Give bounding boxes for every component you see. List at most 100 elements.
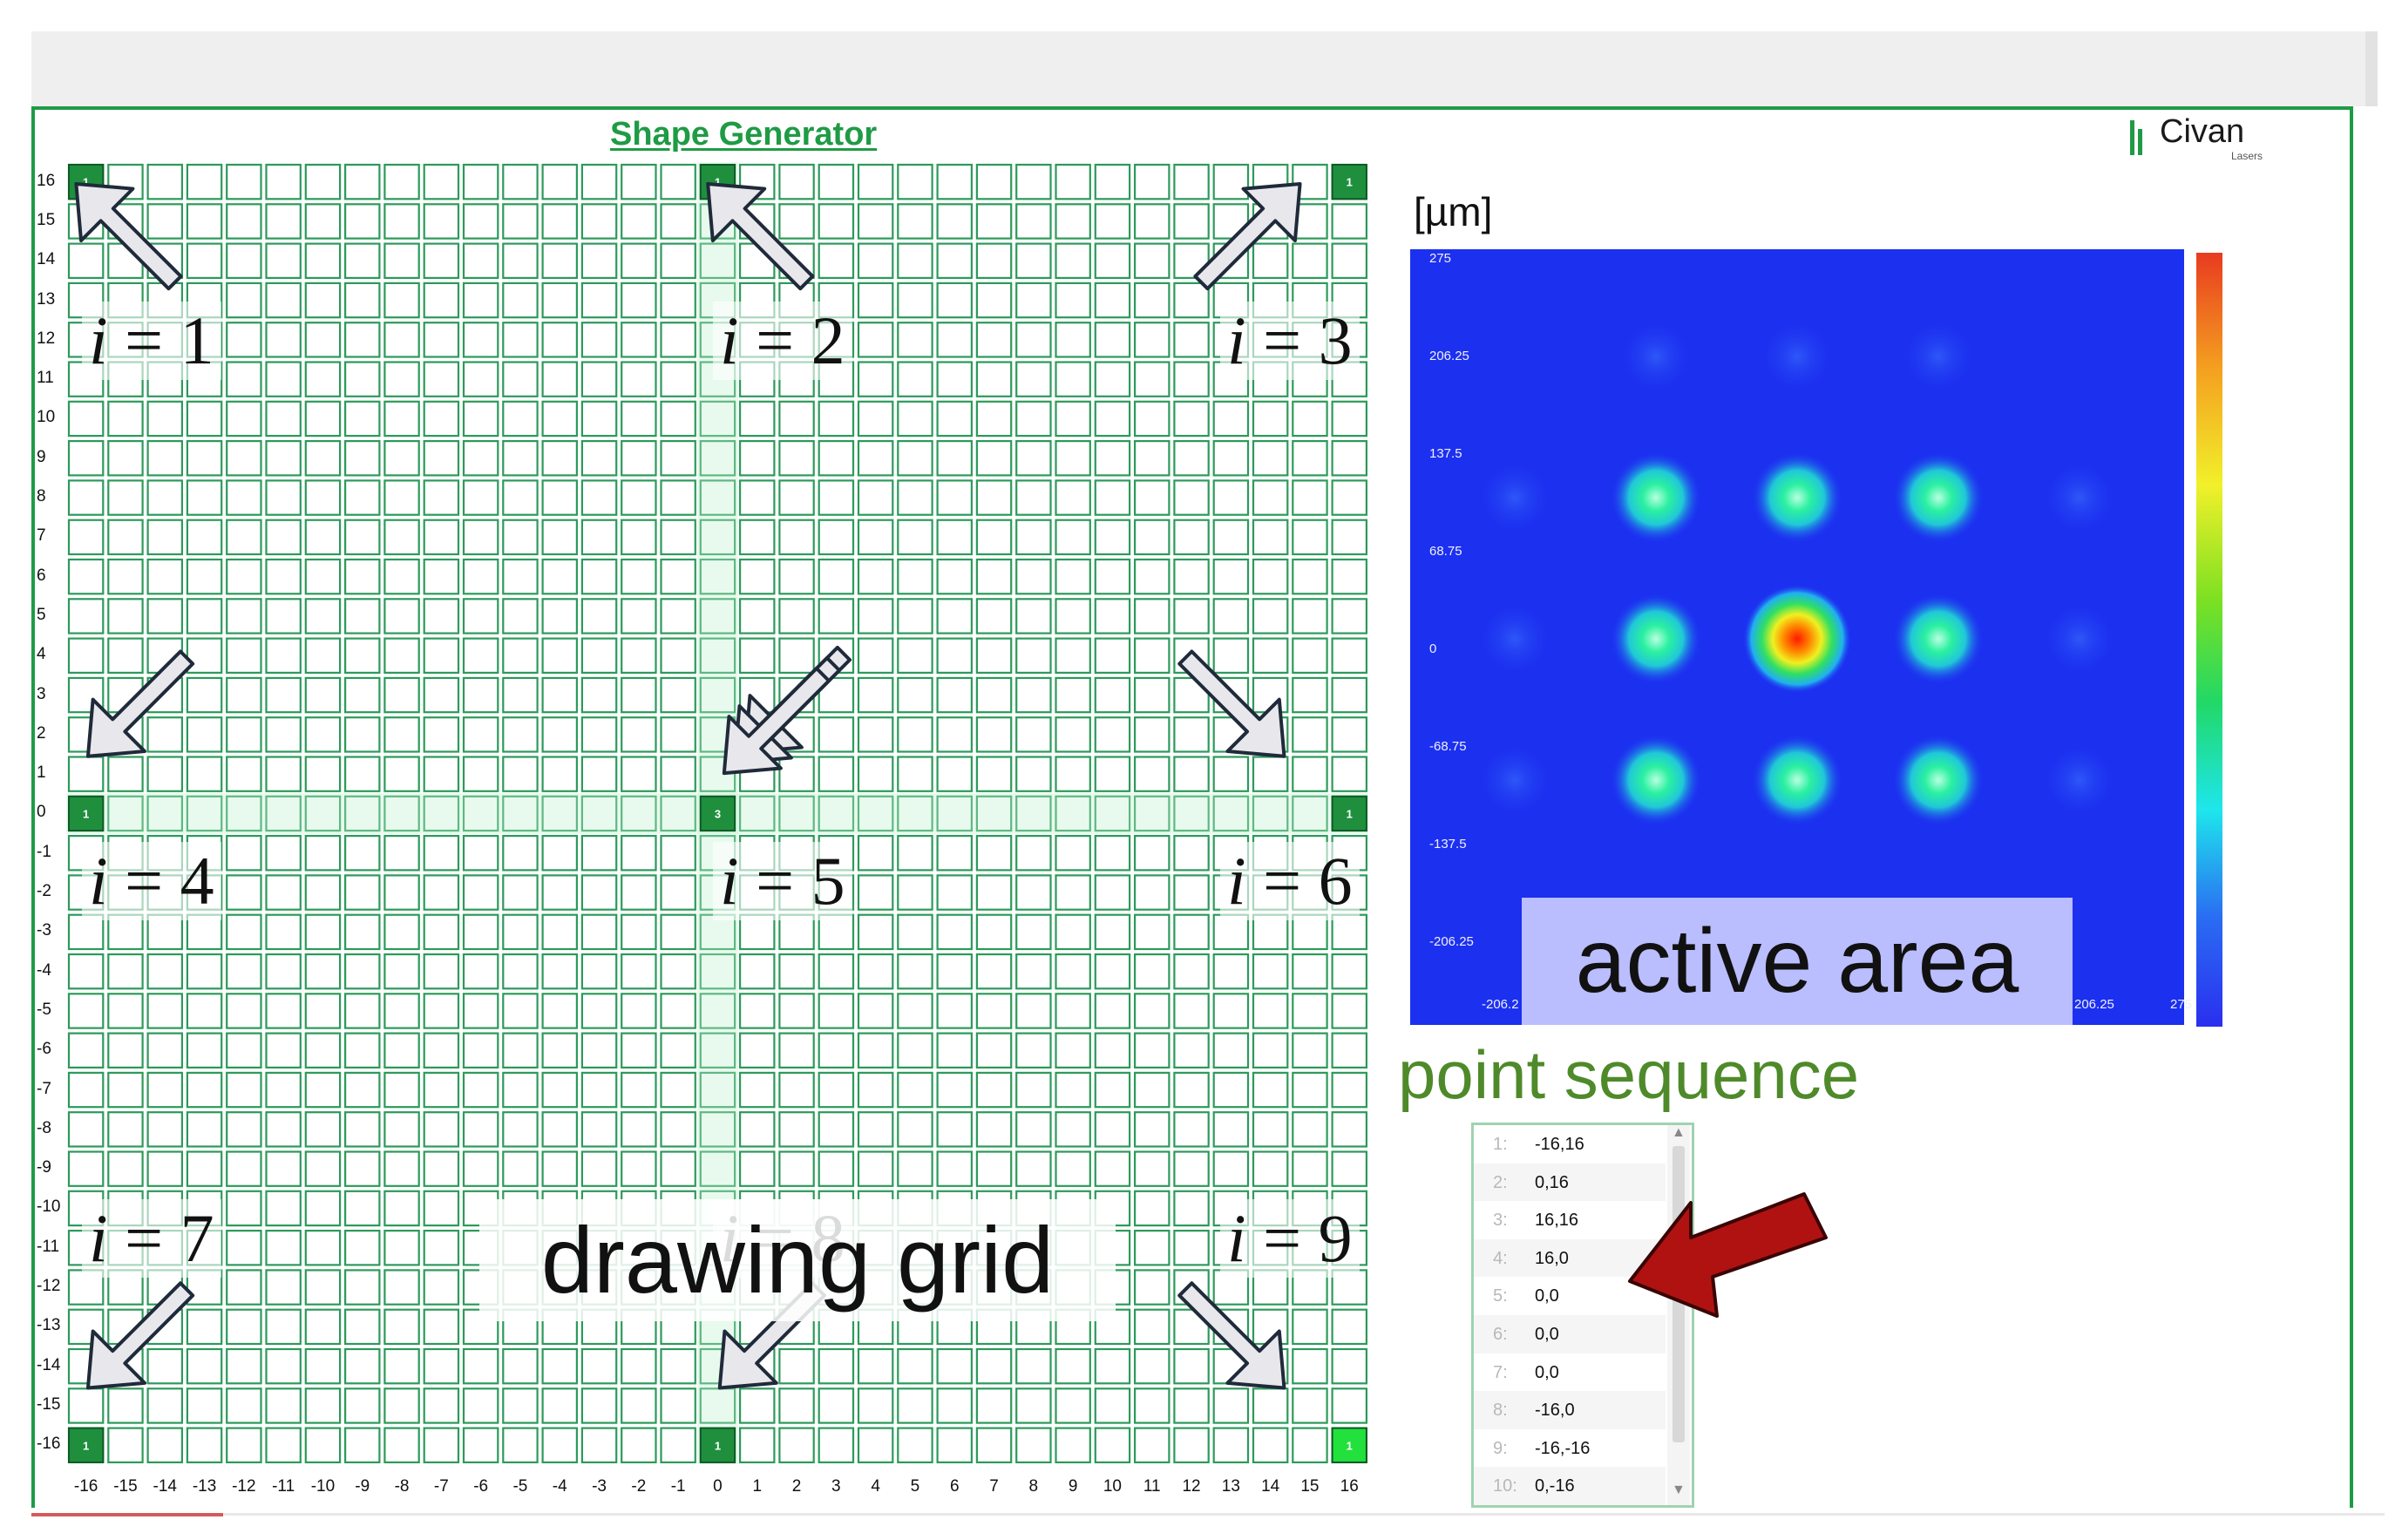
- grid-cell[interactable]: [423, 1387, 460, 1424]
- grid-cell[interactable]: [621, 361, 657, 397]
- grid-cell[interactable]: [621, 1427, 657, 1463]
- grid-cell[interactable]: [304, 598, 342, 634]
- grid-cell[interactable]: [502, 203, 539, 240]
- grid-cell[interactable]: [1292, 1387, 1328, 1424]
- grid-cell[interactable]: [226, 163, 262, 200]
- grid-cell[interactable]: [1173, 834, 1210, 872]
- grid-cell[interactable]: [897, 913, 933, 951]
- grid-cell[interactable]: [304, 874, 342, 911]
- grid-cell[interactable]: [107, 993, 144, 1029]
- grid-cell[interactable]: [226, 1269, 262, 1306]
- grid-cell[interactable]: [1331, 558, 1367, 595]
- grid-cell[interactable]: [975, 1427, 1013, 1463]
- grid-cell[interactable]: [146, 1032, 183, 1069]
- grid-cell[interactable]: [186, 598, 223, 634]
- grid-cell[interactable]: [897, 519, 933, 556]
- grid-cell[interactable]: [1133, 440, 1170, 477]
- grid-cell[interactable]: [1055, 519, 1091, 556]
- grid-cell[interactable]: [936, 637, 973, 674]
- grid-cell[interactable]: [975, 1150, 1013, 1187]
- grid-cell[interactable]: [67, 993, 105, 1029]
- grid-cell[interactable]: [304, 795, 342, 832]
- grid-cell[interactable]: [1292, 993, 1328, 1029]
- grid-cell[interactable]: [818, 558, 855, 595]
- grid-cell[interactable]: [897, 1427, 933, 1463]
- grid-cell[interactable]: [462, 1111, 499, 1148]
- grid-cell[interactable]: [423, 716, 460, 753]
- grid-cell[interactable]: [975, 756, 1013, 792]
- grid-cell[interactable]: [462, 676, 499, 714]
- grid-cell[interactable]: [541, 637, 578, 674]
- grid-cell[interactable]: [897, 716, 933, 753]
- grid-cell[interactable]: [1094, 1111, 1131, 1148]
- grid-cell[interactable]: [1055, 1150, 1091, 1187]
- grid-cell[interactable]: [1015, 1387, 1052, 1424]
- grid-cell[interactable]: [423, 282, 460, 319]
- grid-cell[interactable]: [975, 953, 1013, 990]
- grid-cell[interactable]: [621, 163, 657, 200]
- grid-cell[interactable]: [1055, 953, 1091, 990]
- grid-cell[interactable]: [1292, 242, 1328, 279]
- grid-cell[interactable]: [580, 558, 618, 595]
- grid-cell[interactable]: [975, 558, 1013, 595]
- grid-cell[interactable]: [1055, 203, 1091, 240]
- grid-cell[interactable]: [1252, 993, 1289, 1029]
- marked-cell[interactable]: [1331, 164, 1367, 200]
- grid-cell[interactable]: [818, 1032, 855, 1069]
- grid-cell[interactable]: [1212, 558, 1250, 595]
- grid-cell[interactable]: [1055, 1387, 1091, 1424]
- grid-cell[interactable]: [936, 163, 973, 200]
- list-item[interactable]: 4:16,0: [1474, 1238, 1666, 1278]
- grid-cell[interactable]: [897, 242, 933, 279]
- scroll-up-icon[interactable]: ▲: [1672, 1125, 1686, 1140]
- grid-cell[interactable]: [304, 1229, 342, 1266]
- grid-cell[interactable]: [1133, 519, 1170, 556]
- grid-cell[interactable]: [1094, 322, 1131, 358]
- grid-cell[interactable]: [1133, 913, 1170, 951]
- grid-cell[interactable]: [186, 1071, 223, 1109]
- grid-cell[interactable]: [304, 1190, 342, 1227]
- grid-cell[interactable]: [226, 795, 262, 832]
- grid-cell[interactable]: [107, 1071, 144, 1109]
- grid-cell[interactable]: [1094, 1032, 1131, 1069]
- grid-cell[interactable]: [1212, 519, 1250, 556]
- grid-cell[interactable]: [936, 953, 973, 990]
- grid-cell[interactable]: [1015, 558, 1052, 595]
- grid-cell[interactable]: [1133, 282, 1170, 319]
- grid-cell[interactable]: [502, 795, 539, 832]
- grid-cell[interactable]: [1173, 1229, 1210, 1266]
- grid-cell[interactable]: [1133, 1150, 1170, 1187]
- grid-cell[interactable]: [462, 242, 499, 279]
- grid-cell[interactable]: [423, 874, 460, 911]
- grid-cell[interactable]: [1173, 163, 1210, 200]
- grid-cell[interactable]: [621, 519, 657, 556]
- grid-cell[interactable]: [304, 558, 342, 595]
- grid-cell[interactable]: [1055, 1111, 1091, 1148]
- grid-cell[interactable]: [265, 1269, 302, 1306]
- grid-cell[interactable]: [502, 598, 539, 634]
- grid-cell[interactable]: [1055, 400, 1091, 438]
- grid-cell[interactable]: [580, 479, 618, 516]
- grid-cell[interactable]: [186, 953, 223, 990]
- grid-cell[interactable]: [502, 1032, 539, 1069]
- grid-cell[interactable]: [1331, 400, 1367, 438]
- grid-cell[interactable]: [857, 1032, 894, 1069]
- grid-cell[interactable]: [660, 1387, 696, 1424]
- grid-cell[interactable]: [580, 163, 618, 200]
- grid-cell[interactable]: [226, 322, 262, 358]
- grid-cell[interactable]: [265, 1229, 302, 1266]
- grid-cell[interactable]: [660, 598, 696, 634]
- grid-cell[interactable]: [186, 440, 223, 477]
- grid-cell[interactable]: [265, 203, 302, 240]
- grid-cell[interactable]: [936, 913, 973, 951]
- grid-cell[interactable]: [936, 1071, 973, 1109]
- grid-cell[interactable]: [857, 834, 894, 872]
- grid-cell[interactable]: [67, 479, 105, 516]
- grid-cell[interactable]: [1331, 993, 1367, 1029]
- grid-cell[interactable]: [383, 1427, 420, 1463]
- grid-cell[interactable]: [423, 795, 460, 832]
- grid-cell[interactable]: [936, 834, 973, 872]
- grid-cell[interactable]: [936, 203, 973, 240]
- grid-cell[interactable]: [1252, 598, 1289, 634]
- grid-cell[interactable]: [423, 1190, 460, 1227]
